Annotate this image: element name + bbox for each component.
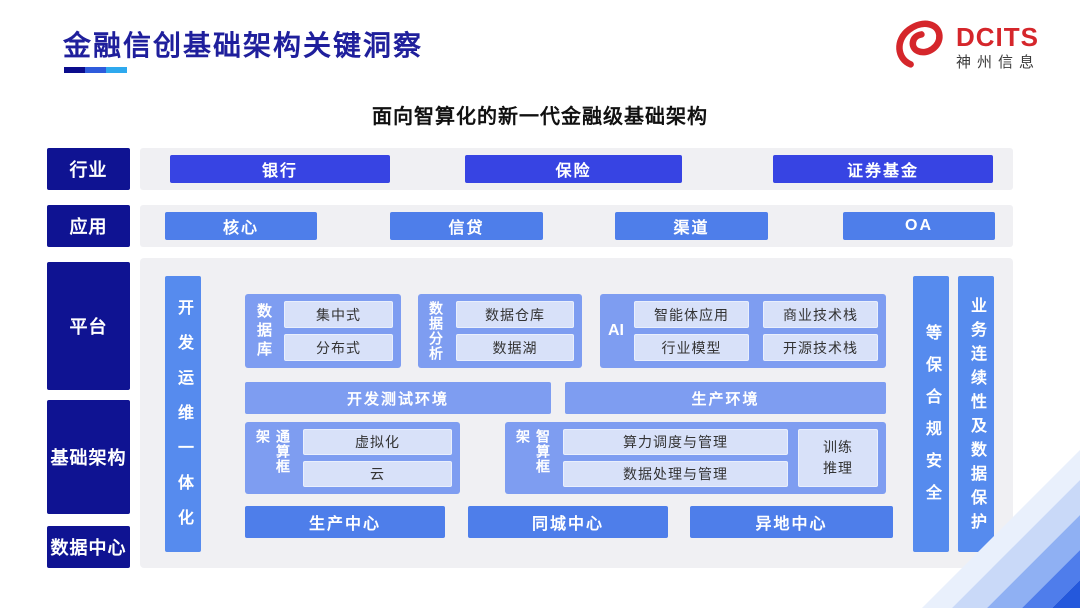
chip-cloud: 云 xyxy=(303,461,452,487)
accent-segment xyxy=(106,67,127,73)
chip-data-processing: 数据处理与管理 xyxy=(563,461,788,487)
security-compliance-bar: 等保合规安全 xyxy=(913,276,949,552)
chip-data-lake: 数据湖 xyxy=(456,334,574,361)
logo-company-text: 神州信息 xyxy=(956,54,1041,72)
dcits-swirl-icon xyxy=(890,18,948,77)
application-item-channel: 渠道 xyxy=(615,212,768,240)
production-environment-bar: 生产环境 xyxy=(565,382,886,414)
layer-label-datacenter: 数据中心 xyxy=(47,526,130,568)
production-center-bar: 生产中心 xyxy=(245,506,445,538)
chip-data-warehouse: 数据仓库 xyxy=(456,301,574,328)
database-group-label: 数据库 xyxy=(255,302,272,360)
layer-label-infrastructure: 基础架构 xyxy=(47,400,130,514)
database-group: 数据库 集中式 分布式 xyxy=(245,294,401,368)
platform-panel: 开发运维一体化 数据库 集中式 分布式 数据分析 数据仓库 数据湖 AI 智能体… xyxy=(140,258,1013,568)
data-analysis-group: 数据分析 数据仓库 数据湖 xyxy=(418,294,582,368)
layer-label-industry: 行业 xyxy=(47,148,130,190)
industry-item-insurance: 保险 xyxy=(465,155,682,183)
logo-brand-text: DCITS xyxy=(956,22,1039,53)
remote-center-bar: 异地中心 xyxy=(690,506,893,538)
business-continuity-bar: 业务连续性及数据保护 xyxy=(958,276,994,552)
industry-row: 银行 保险 证券基金 xyxy=(140,148,1013,190)
diagram-title: 面向智算化的新一代金融级基础架构 xyxy=(372,106,708,128)
intelligent-computing-group: 智算框架 算力调度与管理 数据处理与管理 训练 推理 xyxy=(505,422,886,494)
general-computing-group: 通算框架 虚拟化 云 xyxy=(245,422,460,494)
accent-segment xyxy=(85,67,106,73)
chip-distributed: 分布式 xyxy=(284,334,393,361)
data-analysis-group-label: 数据分析 xyxy=(428,301,444,361)
application-row: 核心 信贷 渠道 OA xyxy=(140,205,1013,247)
chip-agent-apps: 智能体应用 xyxy=(634,301,749,328)
layer-label-platform: 平台 xyxy=(47,262,130,390)
company-logo: DCITS 神州信息 xyxy=(890,18,1040,77)
title-accent-bar xyxy=(64,67,127,73)
page-title: 金融信创基础架构关键洞察 xyxy=(63,30,424,61)
accent-segment xyxy=(64,67,85,73)
chip-training-inference: 训练 推理 xyxy=(798,429,878,487)
application-item-oa: OA xyxy=(843,212,995,240)
same-city-center-bar: 同城中心 xyxy=(468,506,668,538)
layer-label-application: 应用 xyxy=(47,205,130,247)
inference-label: 推理 xyxy=(823,460,853,476)
chip-open-source-stack: 开源技术栈 xyxy=(763,334,878,361)
training-label: 训练 xyxy=(823,439,853,455)
ai-group-label: AI xyxy=(608,322,624,339)
intelligent-computing-label: 智算框架 xyxy=(515,429,551,474)
chip-virtualization: 虚拟化 xyxy=(303,429,452,455)
chip-centralized: 集中式 xyxy=(284,301,393,328)
industry-item-securities: 证券基金 xyxy=(773,155,993,183)
chip-commercial-stack: 商业技术栈 xyxy=(763,301,878,328)
devops-vertical-bar: 开发运维一体化 xyxy=(165,276,201,552)
application-item-credit: 信贷 xyxy=(390,212,543,240)
industry-item-bank: 银行 xyxy=(170,155,390,183)
chip-industry-models: 行业模型 xyxy=(634,334,749,361)
general-computing-label: 通算框架 xyxy=(255,429,291,474)
chip-compute-scheduling: 算力调度与管理 xyxy=(563,429,788,455)
dev-test-environment-bar: 开发测试环境 xyxy=(245,382,551,414)
ai-group: AI 智能体应用 商业技术栈 行业模型 开源技术栈 xyxy=(600,294,886,368)
application-item-core: 核心 xyxy=(165,212,317,240)
